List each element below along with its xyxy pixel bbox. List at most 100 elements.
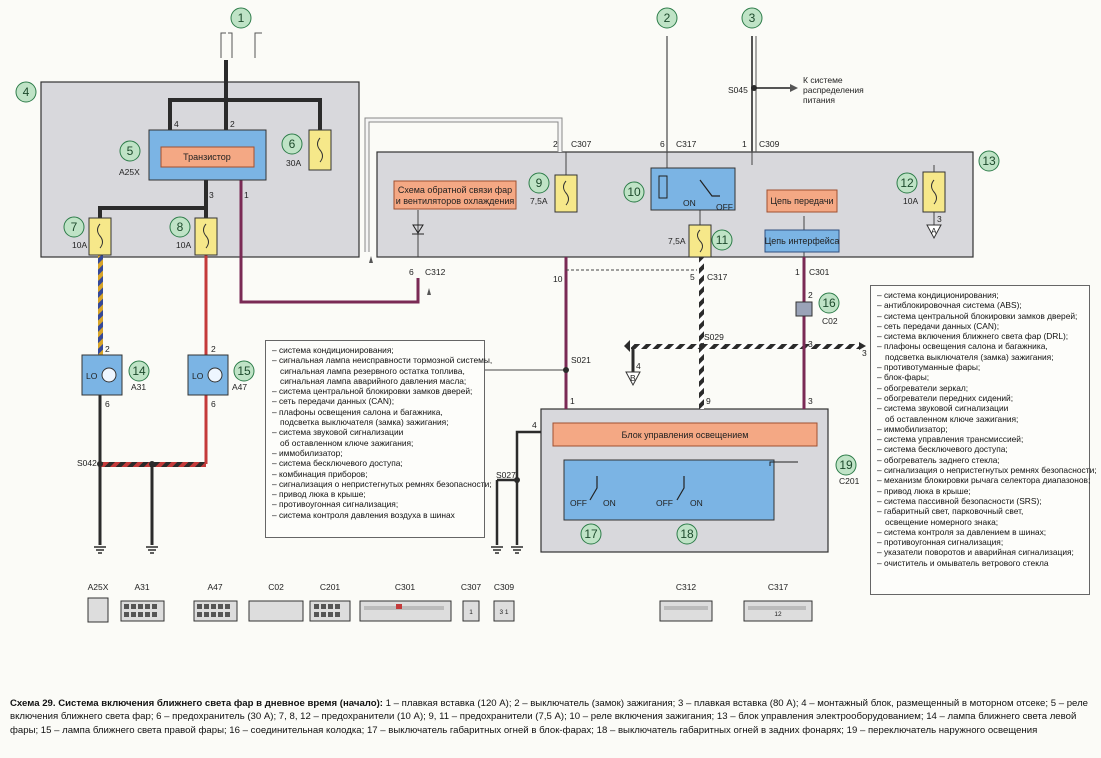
pin-10: 10 bbox=[553, 274, 563, 284]
arrow-s045 bbox=[790, 84, 798, 92]
svg-text:8: 8 bbox=[177, 220, 184, 234]
fuse-12-element bbox=[931, 179, 937, 205]
pin-6-lamp15: 6 bbox=[211, 399, 216, 409]
pin-5: 5 bbox=[690, 272, 695, 282]
wire-c317-down bbox=[699, 257, 704, 409]
arrow-s029-right bbox=[859, 342, 866, 350]
svg-text:3: 3 bbox=[749, 11, 756, 25]
label-10a-8: 10A bbox=[176, 240, 191, 250]
pin-2-lamp15: 2 bbox=[211, 344, 216, 354]
switch-17 bbox=[589, 476, 598, 501]
arrow-up-c312 bbox=[427, 288, 431, 295]
conn-label-c317: C317 bbox=[768, 582, 789, 592]
conn-label-c312: C312 bbox=[676, 582, 697, 592]
interface-label: Цепь интерфейса bbox=[765, 236, 840, 246]
marker-15: 15 bbox=[233, 360, 255, 382]
list-middle-item: – противоугонная сигнализация; bbox=[272, 499, 399, 510]
connector-16 bbox=[795, 301, 813, 317]
list-right-item: – плафоны освещения салона и багажника, bbox=[877, 341, 1048, 352]
wire-fuse1-feed bbox=[220, 32, 226, 58]
conn-label-c301: C301 bbox=[395, 582, 416, 592]
list-right-item: – система бесключевого доступа; bbox=[877, 444, 1008, 455]
marker-9: 9 bbox=[528, 172, 550, 194]
svg-text:4: 4 bbox=[23, 85, 30, 99]
list-middle-item: сигнальная лампа резервного остатка топл… bbox=[280, 365, 465, 376]
label-75a-11: 7,5A bbox=[668, 236, 686, 246]
conn-label-a25x: A25X bbox=[88, 582, 109, 592]
pin-6-c317: 6 bbox=[660, 139, 665, 149]
label-c307: C307 bbox=[571, 139, 592, 149]
label-a31: A31 bbox=[131, 382, 146, 392]
diode-c312 bbox=[412, 224, 424, 234]
list-right-item: об оставленном ключе зажигания; bbox=[885, 413, 1019, 424]
list-right-item: – система пассивной безопасности (SRS); bbox=[877, 495, 1042, 506]
marker-19: 19 bbox=[835, 454, 857, 476]
label-lo-15: LO bbox=[192, 371, 204, 381]
list-middle-item: – система бесключевого доступа; bbox=[272, 458, 403, 469]
caption-text: 1 – плавкая вставка (120 А); 2 – выключа… bbox=[10, 698, 1089, 736]
pin-1: 1 bbox=[244, 190, 249, 200]
label-on-18: ON bbox=[690, 498, 703, 508]
wire-bus-main-b bbox=[226, 98, 322, 130]
pin-3-s029: 3 bbox=[862, 348, 867, 358]
pin-1-c301: 1 bbox=[795, 267, 800, 277]
label-c02: C02 bbox=[822, 316, 838, 326]
list-middle-item: – сеть передачи данных (CAN); bbox=[272, 396, 395, 407]
label-s021: S021 bbox=[571, 355, 591, 365]
feedback-line1: Схема обратной связи фар bbox=[398, 185, 512, 195]
connector-pin-labels: 1 3 1 12 bbox=[469, 609, 782, 618]
label-10a-7: 10A bbox=[72, 240, 87, 250]
list-right-item: – система центральной блокировки замков … bbox=[877, 310, 1078, 321]
marker-12: 12 bbox=[896, 172, 918, 194]
label-s045: S045 bbox=[728, 85, 748, 95]
list-middle-item: – система контроля давления воздуха в ши… bbox=[272, 509, 455, 520]
fuse-6-element bbox=[317, 137, 323, 163]
relay-10-switch bbox=[699, 179, 720, 197]
fuse-11-element bbox=[697, 229, 703, 253]
pin-2-lamp14: 2 bbox=[105, 344, 110, 354]
pin-4-b: 4 bbox=[636, 361, 641, 371]
label-to-system-3: питания bbox=[803, 95, 835, 105]
switch-wire bbox=[769, 461, 798, 466]
marker-4: 4 bbox=[15, 81, 37, 103]
label-off-17: OFF bbox=[570, 498, 587, 508]
label-lo-14: LO bbox=[86, 371, 98, 381]
conn-label-c201: C201 bbox=[320, 582, 341, 592]
list-right-item: – система управления трансмиссией; bbox=[877, 434, 1024, 445]
label-pin-a: A bbox=[931, 226, 937, 236]
relay-10 bbox=[650, 167, 736, 211]
label-to-system-1: К системе bbox=[803, 75, 843, 85]
list-right-item: – система звуковой сигнализации bbox=[877, 403, 1009, 414]
lamp-15-bulb bbox=[207, 367, 223, 383]
svg-text:17: 17 bbox=[584, 527, 598, 541]
label-off-18: OFF bbox=[656, 498, 673, 508]
wire-fuse1-feed-c bbox=[254, 32, 262, 58]
pin-3: 3 bbox=[209, 190, 214, 200]
list-middle-item: – система центральной блокировки замков … bbox=[272, 386, 473, 397]
list-right-item: – система кондиционирования; bbox=[877, 290, 999, 300]
list-right-item: – очиститель и омыватель ветрового стекл… bbox=[877, 557, 1049, 568]
marker-14: 14 bbox=[128, 360, 150, 382]
wire-relay-out bbox=[98, 180, 208, 218]
pin-6-c312: 6 bbox=[409, 267, 414, 277]
ground-symbols bbox=[94, 546, 523, 554]
marker-8: 8 bbox=[169, 216, 191, 238]
list-right-item: – сеть передачи данных (CAN); bbox=[877, 320, 1000, 331]
wire-s029 bbox=[631, 344, 859, 349]
feedback-line2: и вентиляторов охлаждения bbox=[396, 196, 515, 206]
list-middle-item: сигнальная лампа аварийного давления мас… bbox=[280, 375, 467, 386]
svg-text:14: 14 bbox=[132, 364, 146, 378]
label-30a: 30A bbox=[286, 158, 301, 168]
label-pin-b: B bbox=[630, 373, 636, 383]
svg-text:1: 1 bbox=[238, 11, 245, 25]
conn-label-c02: C02 bbox=[268, 582, 284, 592]
list-middle-item: – система звуковой сигнализации bbox=[272, 427, 404, 438]
svg-text:11: 11 bbox=[716, 233, 729, 247]
light-control-label: Блок управления освещением bbox=[622, 430, 749, 440]
pin-3-lc: 3 bbox=[808, 396, 813, 406]
conn-label-a47: A47 bbox=[207, 582, 222, 592]
markers: 1 2 3 4 5 6 7 8 9 10 11 12 13 14 15 16 1… bbox=[15, 7, 1000, 545]
svg-text:18: 18 bbox=[680, 527, 694, 541]
marker-5: 5 bbox=[119, 140, 141, 162]
label-s042: S042 bbox=[77, 458, 97, 468]
